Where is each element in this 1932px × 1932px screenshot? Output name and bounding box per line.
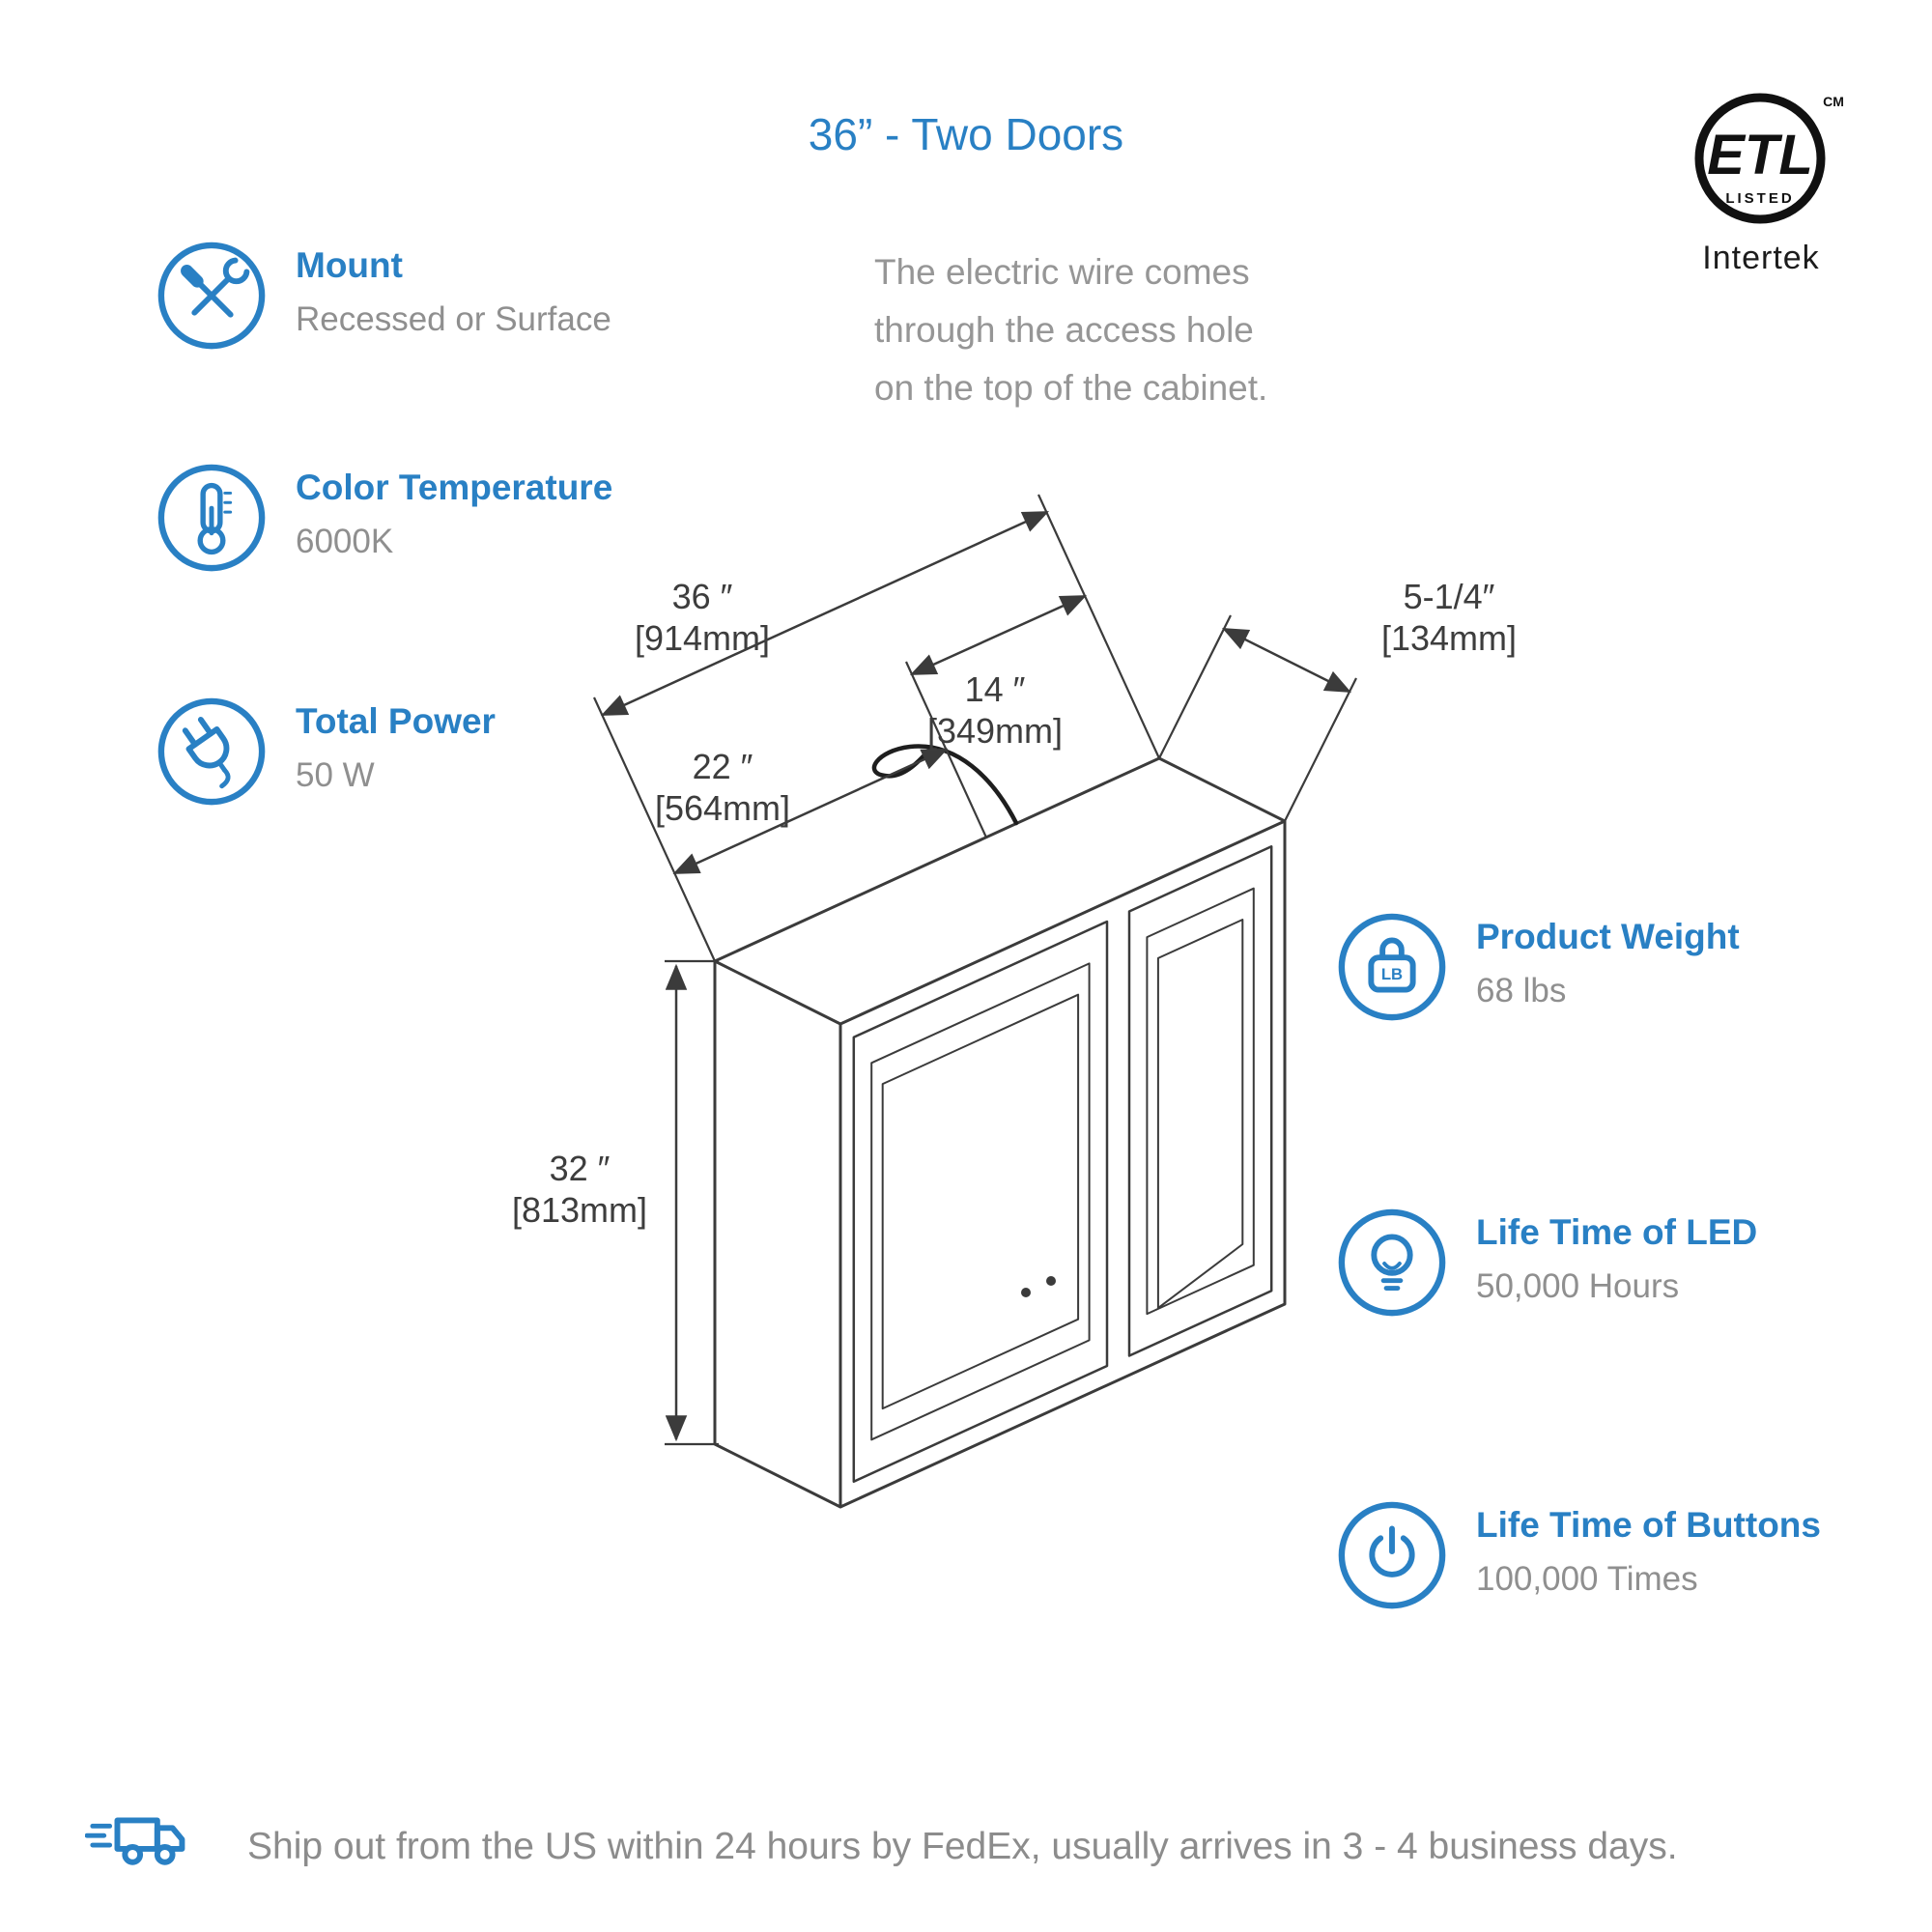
dim-hole-to-right-mm: [349mm] <box>926 711 1064 752</box>
dim-left-to-hole: 22 ″ [564mm] <box>655 746 790 829</box>
cabinet-doors <box>852 845 1273 1483</box>
truck-icon <box>85 1799 209 1895</box>
dim-height: 32 ″ [813mm] <box>512 1148 647 1231</box>
dim-overall-width: 36 ″ [914mm] <box>635 576 770 659</box>
etl-mark-text: ETL <box>1707 124 1813 186</box>
spec-led-lifetime-value: 50,000 Hours <box>1476 1267 1680 1306</box>
dim-left-to-hole-mm: [564mm] <box>654 788 791 829</box>
etl-logo-icon: ETL LISTED CM <box>1694 93 1844 224</box>
spec-color-temperature: Color Temperature 6000K <box>155 461 612 575</box>
weight-lb-text: LB <box>1381 965 1403 983</box>
etl-cm-text: CM <box>1823 94 1844 109</box>
weight-icon: LB <box>1335 910 1449 1024</box>
power-icon <box>1335 1498 1449 1612</box>
dim-height-inch: 32 ″ <box>549 1149 611 1188</box>
dim-depth-mm: [134mm] <box>1380 618 1518 659</box>
spec-mount-label: Mount <box>296 245 403 285</box>
dim-depth: 5-1/4″ [134mm] <box>1381 576 1517 659</box>
dim-overall-width-mm: [914mm] <box>634 618 771 659</box>
dim-hole-to-right: 14 ″ [349mm] <box>927 668 1063 752</box>
spec-mount-value: Recessed or Surface <box>296 300 611 339</box>
spec-color-temperature-value: 6000K <box>296 523 394 561</box>
electric-wire <box>871 744 1019 826</box>
spec-product-weight-value: 68 lbs <box>1476 972 1567 1010</box>
spec-button-lifetime-value: 100,000 Times <box>1476 1560 1698 1599</box>
shipping-text: Ship out from the US within 24 hours by … <box>247 1826 1678 1867</box>
etl-brand-text: Intertek <box>1702 240 1820 276</box>
spec-led-lifetime-label: Life Time of LED <box>1476 1212 1758 1252</box>
shipping-row: Ship out from the US within 24 hours by … <box>85 1799 1678 1895</box>
page-title: 36” - Two Doors <box>808 109 1124 159</box>
dim-height-mm: [813mm] <box>511 1190 648 1231</box>
dim-left-to-hole-inch: 22 ″ <box>692 747 753 786</box>
spec-total-power-label: Total Power <box>296 701 496 741</box>
wire-note: The electric wire comes through the acce… <box>874 252 1268 408</box>
tools-icon <box>155 239 269 353</box>
spec-product-weight: LB Product Weight 68 lbs <box>1335 910 1740 1024</box>
spec-button-lifetime-label: Life Time of Buttons <box>1476 1505 1821 1545</box>
thermometer-icon <box>155 461 269 575</box>
bulb-icon <box>1335 1206 1449 1320</box>
sensor-dots <box>1021 1276 1056 1297</box>
spec-mount: Mount Recessed or Surface <box>155 239 611 353</box>
spec-color-temperature-label: Color Temperature <box>296 468 613 507</box>
spec-led-lifetime: Life Time of LED 50,000 Hours <box>1335 1206 1757 1320</box>
dim-depth-inch: 5-1/4″ <box>1403 577 1495 616</box>
etl-listed-text: LISTED <box>1725 190 1794 207</box>
spec-product-weight-label: Product Weight <box>1476 917 1740 956</box>
dim-overall-width-inch: 36 ″ <box>671 577 733 616</box>
plug-icon <box>155 695 269 809</box>
spec-button-lifetime: Life Time of Buttons 100,000 Times <box>1335 1498 1821 1612</box>
cabinet-body <box>713 756 1287 1509</box>
spec-total-power: Total Power 50 W <box>155 695 496 809</box>
extension-lines <box>592 494 1357 1446</box>
spec-total-power-value: 50 W <box>296 756 375 795</box>
dimension-lines <box>600 510 1352 1442</box>
etl-certification: ETL LISTED CM Intertek <box>1673 83 1849 277</box>
dim-hole-to-right-inch: 14 ″ <box>964 669 1026 709</box>
